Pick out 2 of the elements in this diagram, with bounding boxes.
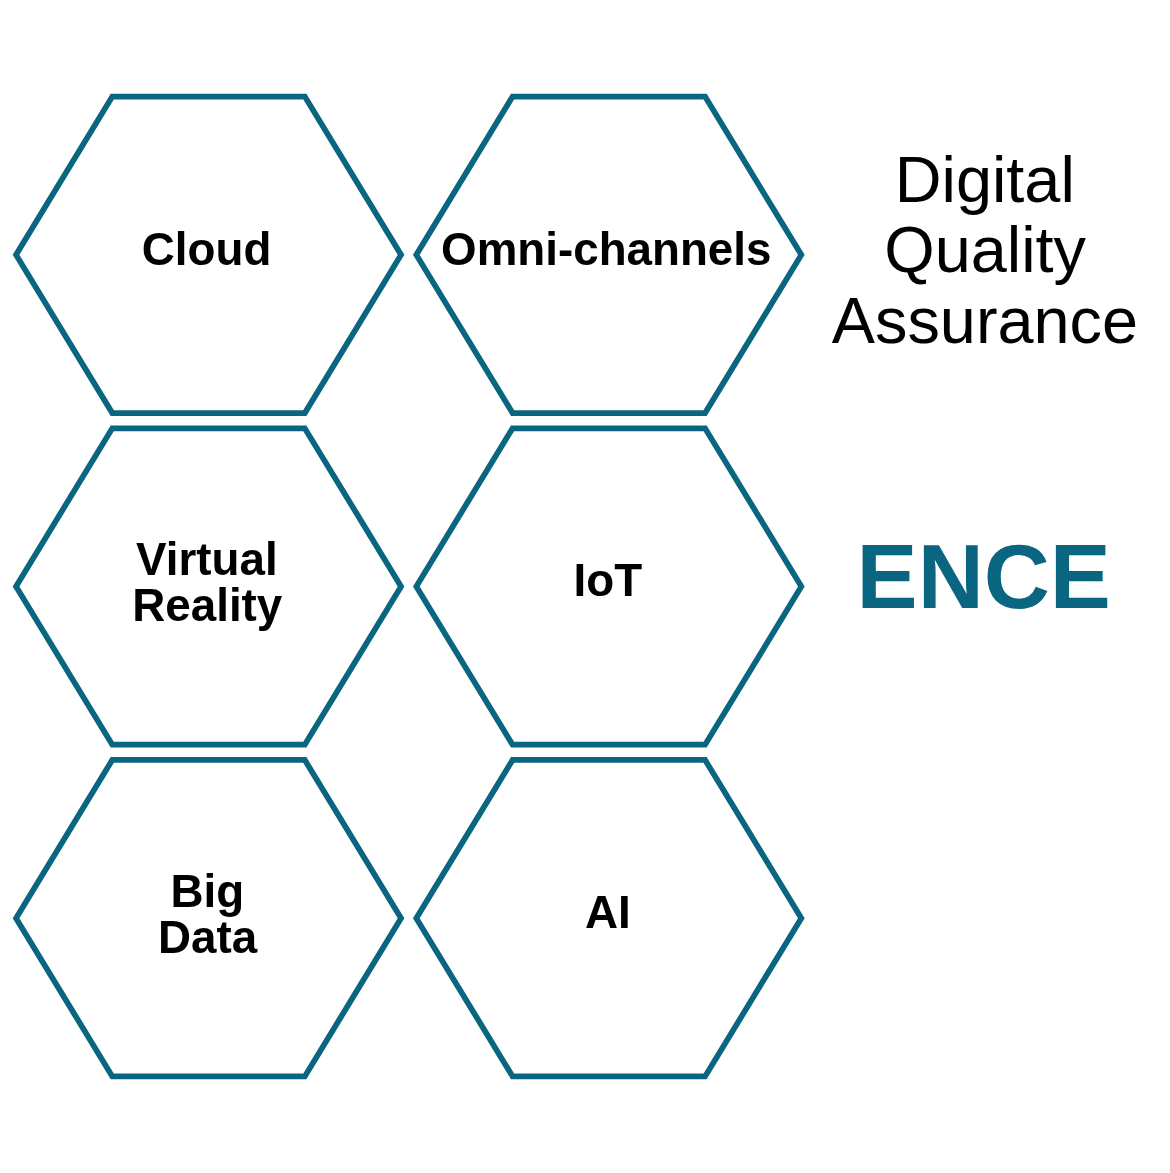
label: Digital Quality Assurance xyxy=(831,142,1138,357)
label: ENCE xyxy=(856,525,1111,628)
